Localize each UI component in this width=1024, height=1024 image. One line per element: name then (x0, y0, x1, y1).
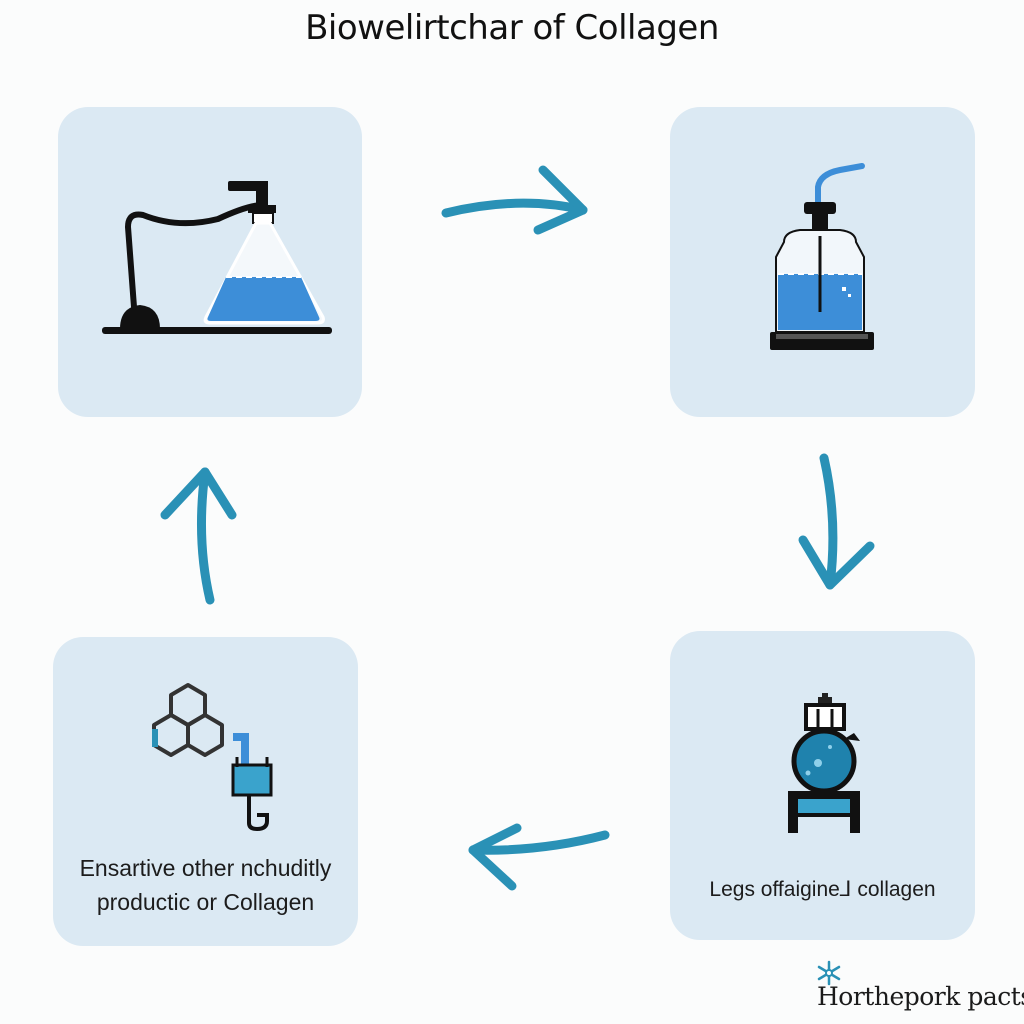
centrifuge-icon (788, 693, 860, 833)
snowflake-icon (817, 960, 841, 986)
brand-name: Horthepork pacts (817, 982, 1024, 1011)
brand-logo: Horthepork pacts (812, 960, 1024, 1020)
step-label-line2: productic or Collagen (96, 889, 315, 915)
arrow-right-icon (441, 165, 588, 235)
step-card-extraction (58, 107, 362, 417)
step-label-collagen: Legs offaigine⅃ collagen (709, 878, 936, 901)
molecule-icon (152, 683, 273, 831)
step-card-products: Ensartive other nchuditly productic or C… (53, 637, 358, 946)
arrow-down-icon (798, 453, 875, 590)
bioreactor-icon (770, 163, 874, 350)
diagram-title: Biowelirtchar of Collagen (305, 8, 719, 48)
step-card-collagen-legs: Legs offaigine⅃ collagen (670, 631, 975, 940)
step-label-line1: Ensartive other nchuditly (79, 855, 332, 881)
step-label-products: Ensartive other nchuditly productic or C… (53, 851, 358, 919)
step-card-bioreactor (670, 107, 975, 417)
flask-burner-icon (102, 181, 332, 334)
arrow-up-icon (160, 467, 237, 605)
arrow-left-icon (468, 823, 610, 891)
